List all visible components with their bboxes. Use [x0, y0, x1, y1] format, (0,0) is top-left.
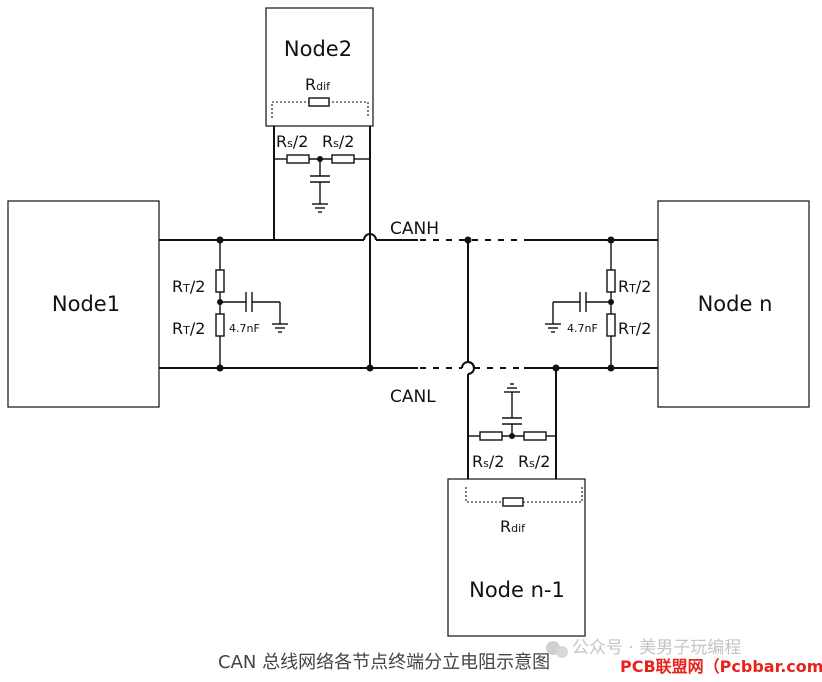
node2-rdif-resistor	[308, 97, 330, 107]
node1-rt-bottom-tail: /2	[190, 319, 206, 338]
node2-rs-right-sub: s	[333, 137, 339, 150]
node2-rs-right-tail: /2	[339, 132, 355, 151]
node1-rt-bottom-sub: T	[182, 324, 190, 337]
brand-text: PCB联盟网（Pcbbar.com）	[620, 657, 822, 676]
svg-text:Rs/2: Rs/2	[472, 452, 504, 471]
node-n-rt-bottom-main: R	[618, 319, 629, 338]
node1-rt-bottom-resistor	[215, 313, 225, 337]
node1-rt-top-resistor	[215, 269, 225, 293]
svg-text:Rs/2: Rs/2	[322, 132, 354, 151]
node-n-box	[657, 200, 810, 408]
node2-rs-right-main: R	[322, 132, 333, 151]
node-n-rt-top-resistor	[606, 269, 616, 293]
node-n-1-termination: Rdif Rs/2 Rs/2	[464, 236, 583, 536]
node-n-rt-bottom-tail: /2	[636, 319, 652, 338]
node2-rs-left-sub: s	[287, 137, 293, 150]
node2-rs-right-resistor	[331, 154, 355, 164]
node2-rs-left-main: R	[276, 132, 287, 151]
canl-bus	[159, 361, 658, 369]
node2-rdif-sub: dif	[316, 80, 331, 93]
node-n-rt-top-tail: /2	[636, 277, 652, 296]
node-n-1-rs-left-resistor	[479, 431, 503, 441]
node-n-1-rs-left-tail: /2	[489, 452, 505, 471]
node-n-1-rs-right-resistor	[523, 431, 547, 441]
node2-rs-left-resistor	[286, 154, 310, 164]
svg-text:Rdif: Rdif	[305, 75, 331, 94]
node1-rt-top-main: R	[172, 277, 183, 296]
node2-rdif-main: R	[305, 75, 316, 94]
node1-termination: RT/2 RT/2 4.7nF	[172, 236, 288, 372]
svg-text:RT/2: RT/2	[172, 277, 205, 296]
node-n-1-rdif-resistor	[502, 497, 524, 507]
figure-caption: CAN 总线网络各节点终端分立电阻示意图	[218, 652, 550, 673]
node-n-rt-bottom-resistor	[606, 313, 616, 337]
node-n-rt-top-sub: T	[628, 282, 636, 295]
node-n-termination: RT/2 RT/2 4.7nF	[545, 236, 651, 372]
svg-text:Rs/2: Rs/2	[518, 452, 550, 471]
wechat-icon	[546, 641, 568, 658]
node2-box	[265, 7, 374, 127]
node1-label: Node1	[52, 292, 120, 316]
node-n-1-rdif-sub: dif	[511, 522, 526, 535]
node1-box	[7, 200, 160, 408]
svg-text:RT/2: RT/2	[618, 277, 651, 296]
node-n-1-rdif-main: R	[500, 517, 511, 536]
svg-text:RT/2: RT/2	[618, 319, 651, 338]
node-n-1-rs-right-main: R	[518, 452, 529, 471]
node1-rt-top-tail: /2	[190, 277, 206, 296]
node2-rs-left-tail: /2	[293, 132, 309, 151]
node-n-rt-bottom-sub: T	[628, 324, 636, 337]
node-n-1-rs-left-sub: s	[483, 457, 489, 470]
node1-rt-top-sub: T	[182, 282, 190, 295]
canl-label: CANL	[390, 387, 436, 407]
canh-label: CANH	[390, 219, 439, 239]
node-n-label: Node n	[698, 292, 773, 316]
node2-termination: Rdif Rs/2 Rs/2	[271, 75, 374, 372]
svg-text:Rs/2: Rs/2	[276, 132, 308, 151]
watermark-text: 公众号 · 美男子玩编程	[572, 638, 741, 658]
node-n-rt-top-main: R	[618, 277, 629, 296]
node-n-1-label: Node n-1	[469, 578, 565, 602]
node-n-cap-value: 4.7nF	[567, 322, 598, 335]
node-n-1-rs-right-sub: s	[529, 457, 535, 470]
svg-text:Rdif: Rdif	[500, 517, 526, 536]
node-n-1-rs-right-tail: /2	[535, 452, 551, 471]
node-n-1-rs-left-main: R	[472, 452, 483, 471]
node1-rt-bottom-main: R	[172, 319, 183, 338]
svg-text:RT/2: RT/2	[172, 319, 205, 338]
node2-label: Node2	[284, 37, 352, 61]
node1-cap-value: 4.7nF	[229, 322, 260, 335]
